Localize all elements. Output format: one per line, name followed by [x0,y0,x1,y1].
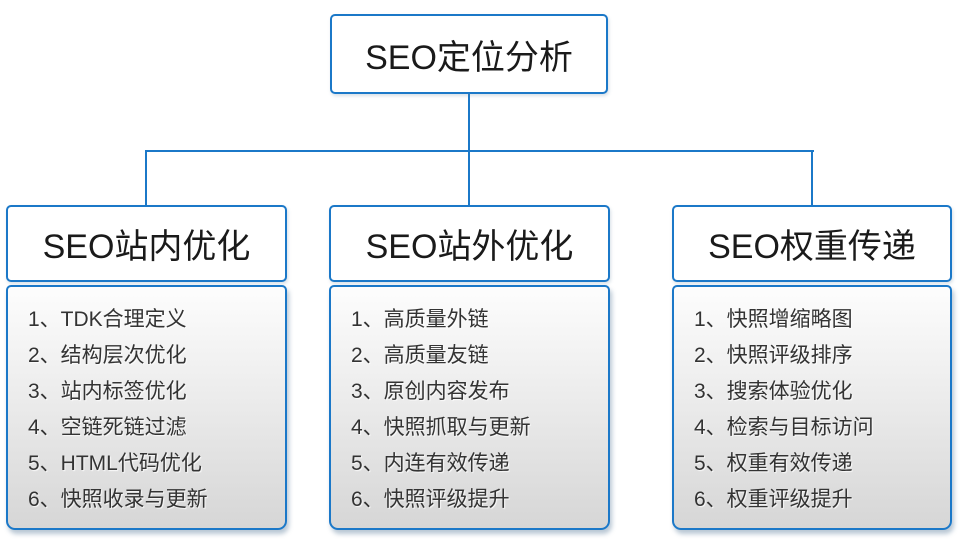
branch-item-panel: 1、高质量外链 2、高质量友链 3、原创内容发布 4、快照抓取与更新 5、内连有效传递 6… [329,285,610,530]
root-node-title: SEO定位分析 [365,38,573,77]
list-item: 4、空链死链过滤 [28,416,187,439]
list-item: 5、内连有效传递 [351,452,510,475]
list-item: 2、结构层次优化 [28,344,187,367]
list-item: 4、检索与目标访问 [694,416,874,439]
list-item: 4、快照抓取与更新 [351,416,531,439]
list-item: 2、高质量友链 [351,344,489,367]
connector-drop-middle [468,150,470,206]
branch-item-panel: 1、TDK合理定义 2、结构层次优化 3、站内标签优化 4、空链死链过滤 5、HTML代… [6,285,287,530]
list-item: 3、站内标签优化 [28,380,187,403]
branch-header: SEO站外优化 [329,205,610,282]
connector-root-stem [468,94,470,151]
branch-title: SEO权重传递 [708,228,916,266]
list-item: 6、快照收录与更新 [28,488,208,511]
list-item: 6、权重评级提升 [694,488,853,511]
list-item: 5、HTML代码优化 [28,452,202,475]
list-item: 3、搜索体验优化 [694,380,853,403]
branch-header: SEO权重传递 [672,205,952,282]
connector-horizontal-bus [145,150,814,152]
branch-offsite-optimization: SEO站外优化 1、高质量外链 2、高质量友链 3、原创内容发布 4、快照抓取与更新 5… [329,205,610,530]
branch-header: SEO站内优化 [6,205,287,282]
root-node-seo-positioning-analysis: SEO定位分析 [330,14,608,94]
branch-item-panel: 1、快照增缩略图 2、快照评级排序 3、搜索体验优化 4、检索与目标访问 5、权重有效传… [672,285,952,530]
branch-item-list: 1、高质量外链 2、高质量友链 3、原创内容发布 4、快照抓取与更新 5、内连有效传递 6… [331,287,608,518]
list-item: 1、快照增缩略图 [694,308,853,331]
list-item: 1、高质量外链 [351,308,489,331]
list-item: 2、快照评级排序 [694,344,853,367]
branch-item-list: 1、快照增缩略图 2、快照评级排序 3、搜索体验优化 4、检索与目标访问 5、权重有效传… [674,287,950,518]
list-item: 5、权重有效传递 [694,452,853,475]
list-item: 1、TDK合理定义 [28,308,187,331]
branch-item-list: 1、TDK合理定义 2、结构层次优化 3、站内标签优化 4、空链死链过滤 5、HTML代… [8,287,285,518]
branch-onsite-optimization: SEO站内优化 1、TDK合理定义 2、结构层次优化 3、站内标签优化 4、空链死链过… [6,205,287,530]
branch-title: SEO站内优化 [42,228,251,266]
connector-drop-right [811,150,813,206]
list-item: 6、快照评级提升 [351,488,510,511]
branch-weight-transfer: SEO权重传递 1、快照增缩略图 2、快照评级排序 3、搜索体验优化 4、检索与目标访… [672,205,952,530]
branch-title: SEO站外优化 [365,228,574,266]
connector-drop-left [145,150,147,206]
list-item: 3、原创内容发布 [351,380,510,403]
